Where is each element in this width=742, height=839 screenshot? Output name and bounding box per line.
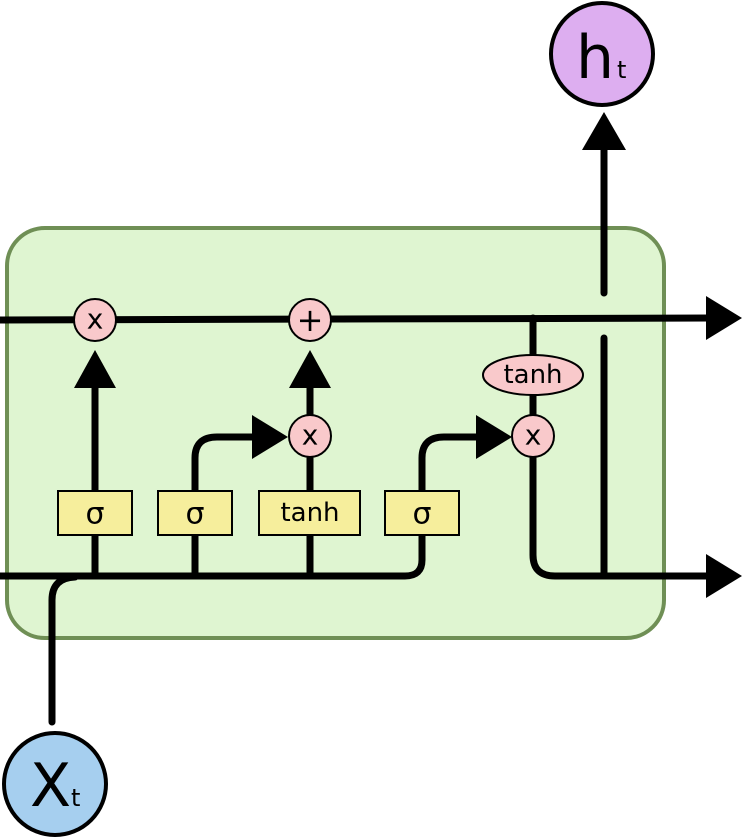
input-node-subscript: t <box>71 784 80 812</box>
candidate-label: tanh <box>280 498 339 528</box>
input-line <box>48 573 79 726</box>
ht-arrowhead <box>582 112 626 150</box>
forget-multiply-label: x <box>87 303 104 336</box>
input-node <box>2 731 108 837</box>
output-gate-label: σ <box>412 497 431 532</box>
output-multiply-op <box>511 414 555 458</box>
output-gate-line <box>418 433 489 534</box>
cell-add-op <box>288 298 332 342</box>
cell-tanh-op <box>482 354 584 396</box>
cell-state-arrowhead <box>706 296 742 340</box>
output-node-subscript: t <box>617 56 626 84</box>
output-gate-layer <box>384 490 460 536</box>
cell-state-line <box>0 314 716 324</box>
add-arrowhead <box>289 350 331 388</box>
input-gate-layer <box>157 490 233 536</box>
forget-gate-label: σ <box>85 497 104 532</box>
input-multiply-arrowhead <box>252 415 288 459</box>
forget-gate-layer <box>57 490 133 536</box>
output-multiply-arrowhead <box>476 415 512 459</box>
hidden-state-line <box>0 526 426 580</box>
output-line <box>529 452 716 580</box>
input-node-label: X <box>30 751 71 821</box>
input-gate-line <box>191 433 264 580</box>
output-node-label: h <box>576 23 614 93</box>
output-node <box>549 1 655 107</box>
hidden-state-arrowhead <box>706 554 742 598</box>
candidate-layer <box>258 490 361 536</box>
forget-multiply-op <box>73 298 117 342</box>
cell-add-label: + <box>297 301 324 339</box>
cell-tanh-label: tanh <box>503 360 562 390</box>
output-multiply-label: x <box>525 419 542 452</box>
forget-arrowhead <box>74 350 116 388</box>
input-multiply-label: x <box>302 419 319 452</box>
input-multiply-op <box>288 414 332 458</box>
input-gate-label: σ <box>185 497 204 532</box>
